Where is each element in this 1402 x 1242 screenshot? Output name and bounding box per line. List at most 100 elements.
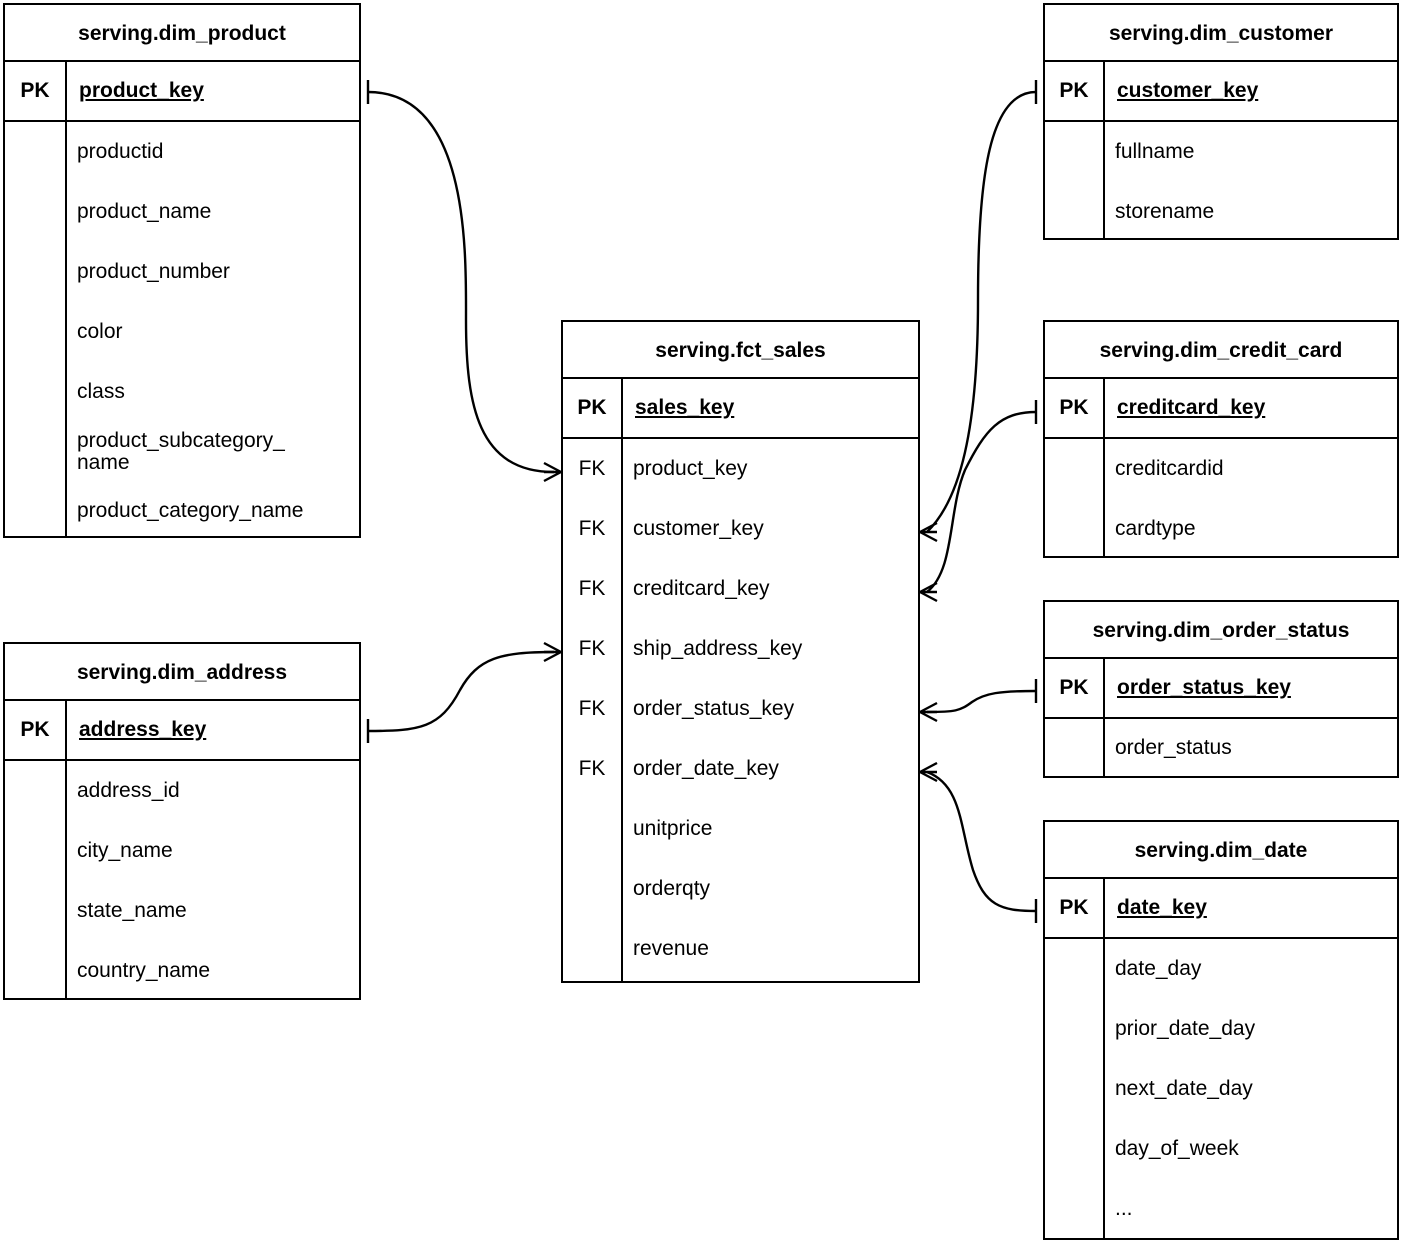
pk-row-dim-product: PK product_key	[5, 62, 359, 122]
measure-orderqty: orderqty	[633, 877, 711, 900]
attribute-body-dim-date: date_day prior_date_day next_date_day da…	[1045, 939, 1397, 1238]
attribute-body-dim-address: address_id city_name state_name country_…	[5, 761, 359, 998]
fk-marker: FK	[578, 637, 606, 660]
attribute-product-name: product_name	[77, 200, 212, 223]
pk-marker: PK	[1059, 79, 1089, 102]
attribute-row: state_name	[5, 881, 359, 941]
fk-row: FK creditcard_key	[563, 559, 918, 619]
entity-dim-credit-card[interactable]: serving.dim_credit_card PK creditcard_ke…	[1043, 320, 1399, 558]
crowsfoot-product	[543, 461, 562, 483]
attribute-row: country_name	[5, 941, 359, 1001]
attribute-row: order_status	[1045, 719, 1397, 776]
attribute-order-status: order_status	[1115, 735, 1232, 759]
attribute-country-name: country_name	[77, 959, 211, 982]
fk-row: FK order_status_key	[563, 679, 918, 739]
fk-row: FK customer_key	[563, 499, 918, 559]
attribute-row: prior_date_day	[1045, 999, 1397, 1059]
attribute-row: cardtype	[1045, 499, 1397, 559]
pk-row-dim-order-status: PK order_status_key	[1045, 659, 1397, 719]
entity-title-dim-address: serving.dim_address	[5, 644, 359, 701]
entity-dim-customer[interactable]: serving.dim_customer PK customer_key ful…	[1043, 3, 1399, 240]
pk-marker: PK	[1059, 676, 1089, 699]
column-divider	[65, 761, 67, 998]
pk-name-order-status-key: order_status_key	[1103, 659, 1397, 717]
fk-marker: FK	[578, 457, 606, 480]
fk-name-order-date-key: order_date_key	[633, 757, 779, 780]
entity-title-dim-order-status: serving.dim_order_status	[1045, 602, 1397, 659]
fk-marker: FK	[578, 757, 606, 780]
attribute-row: date_day	[1045, 939, 1397, 999]
relationship-customer	[919, 80, 1038, 543]
attribute-creditcardid: creditcardid	[1115, 457, 1224, 480]
measure-row: orderqty	[563, 859, 918, 919]
crowsfoot-address	[543, 641, 562, 663]
fk-row: FK ship_address_key	[563, 619, 918, 679]
fk-name-creditcard-key: creditcard_key	[633, 577, 770, 600]
attribute-row: productid	[5, 122, 359, 182]
pk-marker: PK	[1059, 396, 1089, 419]
attribute-row: city_name	[5, 821, 359, 881]
column-divider	[1103, 122, 1105, 238]
column-divider	[621, 439, 623, 981]
attribute-body-dim-product: productid product_name product_number co…	[5, 122, 359, 536]
measure-row: revenue	[563, 919, 918, 979]
fk-marker: FK	[578, 697, 606, 720]
crowsfoot-customer	[919, 521, 938, 543]
attribute-row: product_subcategory_ name	[5, 422, 359, 486]
attribute-state-name: state_name	[77, 899, 187, 922]
pk-marker: PK	[577, 396, 607, 419]
fk-name-product-key: product_key	[633, 457, 748, 480]
crowsfoot-date	[919, 761, 938, 783]
relationship-date	[919, 761, 1038, 923]
attribute-date-day: date_day	[1115, 957, 1202, 980]
pk-name-date-key: date_key	[1103, 879, 1397, 937]
pk-marker: PK	[20, 79, 50, 102]
entity-title-fct-sales: serving.fct_sales	[563, 322, 918, 379]
entity-dim-address[interactable]: serving.dim_address PK address_key addre…	[3, 642, 361, 1000]
pk-marker: PK	[20, 718, 50, 741]
attribute-class: class	[77, 380, 125, 403]
pk-row-dim-date: PK date_key	[1045, 879, 1397, 939]
attribute-prior-date-day: prior_date_day	[1115, 1017, 1256, 1040]
fk-name-customer-key: customer_key	[633, 517, 764, 540]
fk-row: FK product_key	[563, 439, 918, 499]
entity-title-dim-customer: serving.dim_customer	[1045, 5, 1397, 62]
measure-revenue: revenue	[633, 937, 709, 960]
attribute-body-dim-credit-card: creditcardid cardtype	[1045, 439, 1397, 556]
pk-name-address-key: address_key	[65, 701, 359, 759]
attribute-row: address_id	[5, 761, 359, 821]
attribute-fullname: fullname	[1115, 140, 1195, 163]
pk-name-product-key: product_key	[65, 62, 359, 120]
pk-row-dim-customer: PK customer_key	[1045, 62, 1397, 122]
fk-row: FK order_date_key	[563, 739, 918, 799]
entity-title-dim-product: serving.dim_product	[5, 5, 359, 62]
pk-row-dim-credit-card: PK creditcard_key	[1045, 379, 1397, 439]
attribute-day-of-week: day_of_week	[1115, 1137, 1239, 1160]
column-divider	[1103, 439, 1105, 556]
crowsfoot-credit-card	[919, 581, 938, 603]
attribute-address-id: address_id	[77, 779, 180, 802]
pk-name-customer-key: customer_key	[1103, 62, 1397, 120]
attribute-row: next_date_day	[1045, 1059, 1397, 1119]
entity-dim-order-status[interactable]: serving.dim_order_status PK order_status…	[1043, 600, 1399, 778]
attribute-product-subcategory-name: product_subcategory_ name	[77, 429, 285, 475]
attribute-row: product_name	[5, 182, 359, 242]
crowsfoot-order-status	[919, 701, 938, 723]
attribute-body-dim-customer: fullname storename	[1045, 122, 1397, 238]
entity-fct-sales[interactable]: serving.fct_sales PK sales_key FK produc…	[561, 320, 920, 983]
pk-name-sales-key: sales_key	[621, 379, 918, 437]
attribute-row: class	[5, 362, 359, 422]
entity-dim-product[interactable]: serving.dim_product PK product_key produ…	[3, 3, 361, 538]
column-divider	[1103, 939, 1105, 1238]
pk-name-creditcard-key: creditcard_key	[1103, 379, 1397, 437]
attribute-row: creditcardid	[1045, 439, 1397, 499]
relationship-address	[366, 641, 562, 743]
attribute-body-fct-sales: FK product_key FK customer_key FK credit…	[563, 439, 918, 981]
attribute-color: color	[77, 320, 123, 343]
relationship-product	[366, 80, 562, 483]
attribute-cardtype: cardtype	[1115, 517, 1196, 540]
measure-row: unitprice	[563, 799, 918, 859]
attribute-productid: productid	[77, 140, 164, 163]
entity-dim-date[interactable]: serving.dim_date PK date_key date_day pr…	[1043, 820, 1399, 1240]
